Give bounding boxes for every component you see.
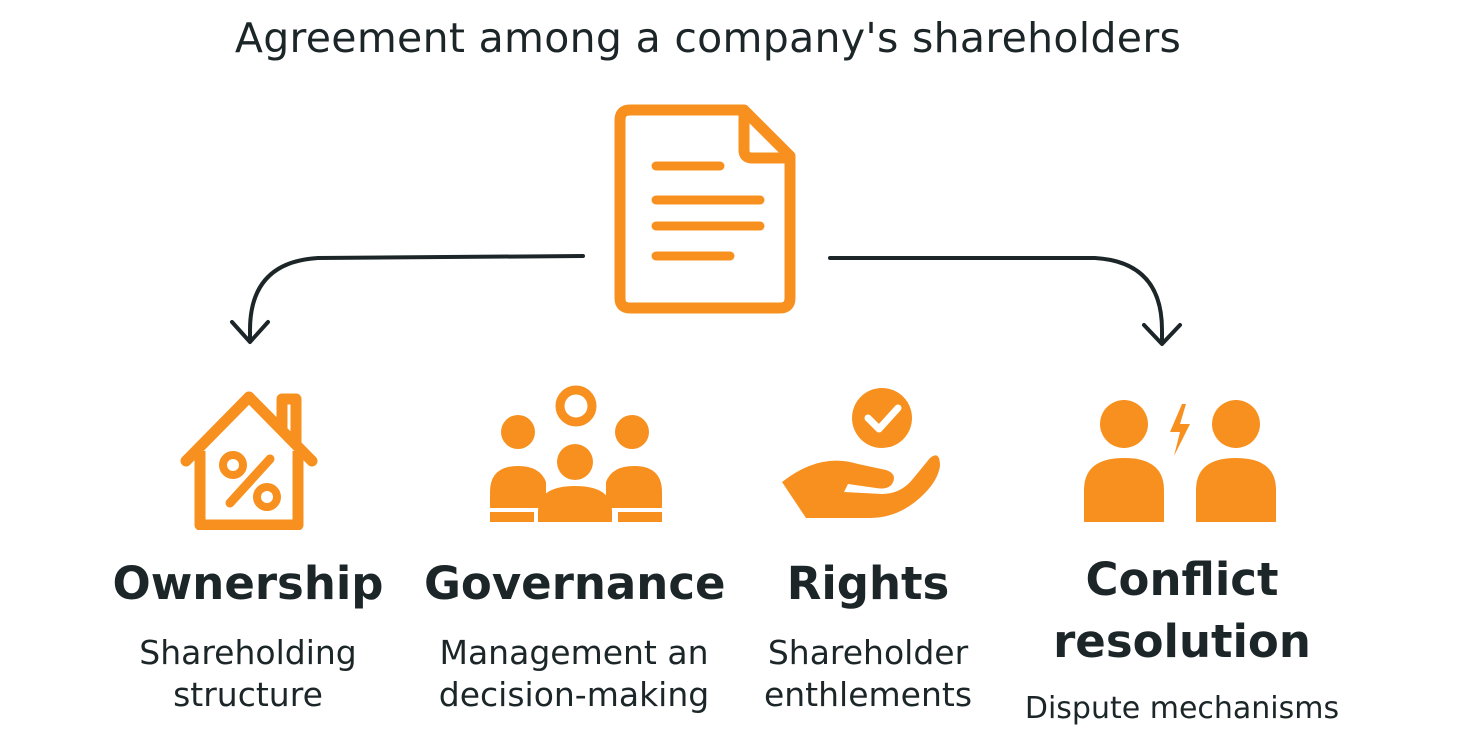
item-description-line2: enthlements [763,675,973,714]
left-arrow [230,254,585,344]
conflict-people-icon [1084,400,1276,522]
right-arrow [828,256,1182,346]
item-description-line2: structure [173,675,323,714]
item-title: Governance [424,557,726,610]
item-title: Ownership [112,557,384,610]
item-title: Rights [786,557,950,610]
item-description-line1: Management an [439,633,709,672]
item-title-line2: resolution [1053,615,1311,668]
item-description-line1: Shareholding [139,633,357,672]
diagram-title: Agreement among a company's shareholders [234,14,1182,62]
people-group-icon [490,385,662,522]
document-icon [614,104,796,314]
house-percent-icon [180,391,318,530]
item-title-line1: Conflict [1085,553,1279,606]
item-description-line1: Dispute mechanisms [1024,691,1340,726]
item-description-line1: Shareholder [767,633,969,672]
hand-check-icon [782,388,940,518]
item-description-line2: decision-making [438,675,710,714]
